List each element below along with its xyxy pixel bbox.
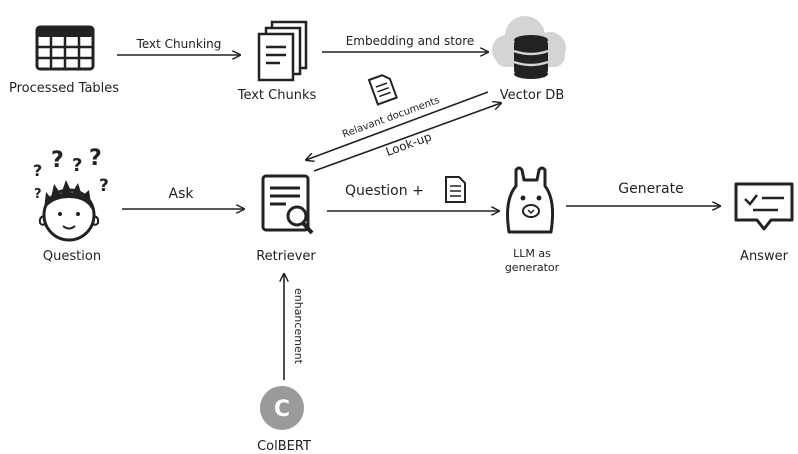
colbert-logo-icon: C (260, 386, 304, 430)
processed-tables-label: Processed Tables (9, 81, 119, 96)
vector-db-label: Vector DB (500, 88, 565, 103)
question-marks-icon: ? ? ? ? ? ? (33, 146, 109, 202)
svg-text:?: ? (99, 176, 109, 196)
answer-message-icon (734, 182, 794, 231)
svg-text:?: ? (51, 148, 64, 173)
question-plus-label: Question + (345, 183, 424, 199)
look-up-arrow (313, 103, 501, 172)
text-chunks-icon (257, 20, 308, 82)
svg-text:?: ? (72, 155, 82, 176)
llama-icon (506, 166, 554, 234)
relevant-documents-arrow (306, 91, 489, 160)
question-label: Question (43, 249, 101, 264)
text-chunks-label: Text Chunks (237, 88, 317, 103)
ask-label: Ask (169, 186, 195, 202)
look-up-label: Look-up (384, 130, 434, 159)
vector-db-cloud-icon (492, 16, 566, 79)
table-icon (35, 25, 95, 71)
generate-label: Generate (618, 181, 683, 197)
colbert-label: ColBERT (257, 439, 311, 454)
confused-person-icon (38, 180, 100, 242)
relevant-document-icon (367, 74, 398, 106)
text-chunking-label: Text Chunking (136, 37, 222, 51)
context-document-icon (445, 176, 466, 203)
enhancement-label: enhancement (292, 288, 305, 365)
colbert-logo-letter: C (274, 397, 290, 422)
llm-label-line2: generator (505, 261, 560, 274)
svg-text:?: ? (89, 146, 102, 171)
svg-text:?: ? (34, 187, 42, 202)
embedding-label: Embedding and store (346, 34, 475, 48)
answer-label: Answer (740, 249, 789, 264)
retriever-search-document-icon (261, 174, 314, 235)
svg-text:?: ? (33, 161, 42, 180)
retriever-label: Retriever (256, 249, 316, 264)
llm-label-line1: LLM as (513, 247, 551, 260)
